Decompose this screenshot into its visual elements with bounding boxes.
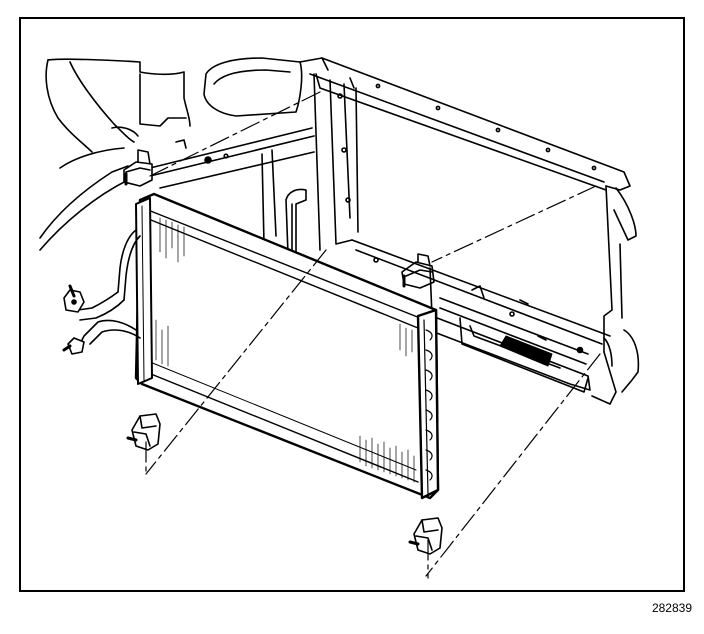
- condenser-header-bends: [425, 329, 433, 481]
- illustration-frame: [19, 17, 685, 592]
- condenser-fins: [155, 217, 415, 483]
- upper-left-mount-insulator: [123, 149, 153, 187]
- condenser-right-header: [416, 308, 440, 500]
- upper-right-mount-insulator: [401, 253, 435, 289]
- lower-left-mount-insulator: [126, 413, 161, 451]
- refrigerant-fitting-lower: [67, 337, 85, 355]
- lower-right-mount-insulator: [408, 517, 443, 555]
- left-upper-tie-bar: [149, 127, 315, 245]
- fender-body-panel: [39, 57, 303, 251]
- alignment-lines: [145, 91, 601, 579]
- refrigerant-lines: [62, 229, 141, 355]
- figure-number: 282839: [651, 601, 692, 615]
- radiator-support-lower-rail: [351, 239, 611, 393]
- radiator-support-center-post: [285, 73, 359, 255]
- radiator-support-upper: [299, 57, 640, 405]
